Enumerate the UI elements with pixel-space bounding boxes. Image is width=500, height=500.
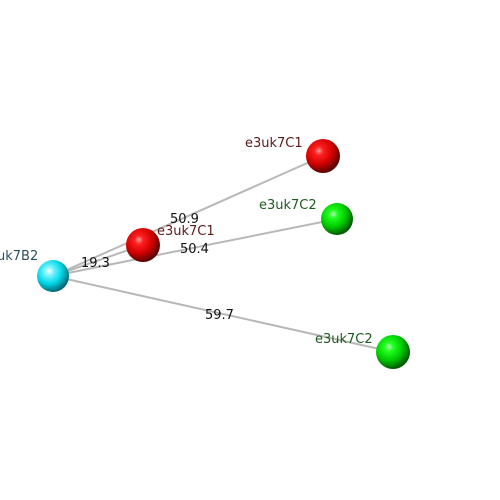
atom-label-e3uk7C2-lower: e3uk7C2: [315, 332, 373, 347]
distance-label-a0-a4: 59.7: [205, 308, 234, 323]
distance-label-a0-a3: 50.4: [180, 242, 209, 257]
atom-e3uk7C2-upper[interactable]: [321, 203, 353, 235]
atom-label-uk7B2: uk7B2: [0, 249, 38, 264]
distance-line-a0-a2: [52, 155, 324, 277]
distance-line-a0-a3: [52, 218, 338, 277]
distance-label-a0-a1: 19.3: [81, 256, 110, 271]
atom-label-e3uk7C1-far: e3uk7C1: [245, 136, 303, 151]
atom-label-e3uk7C1-near: e3uk7C1: [157, 224, 215, 239]
distance-labels: 19.3 50.9 50.4 59.7: [81, 212, 234, 323]
atom-e3uk7C1-near[interactable]: [126, 228, 160, 262]
atom-uk7B2[interactable]: [37, 260, 69, 292]
atom-spheres: [37, 139, 410, 369]
atom-label-e3uk7C2-upper: e3uk7C2: [259, 198, 317, 213]
atom-e3uk7C2-lower[interactable]: [376, 335, 410, 369]
distance-label-a0-a2: 50.9: [170, 212, 199, 227]
distance-line-a0-a4: [52, 275, 394, 353]
atom-labels: uk7B2 e3uk7C1 e3uk7C1 e3uk7C2 e3uk7C2: [0, 136, 373, 347]
atom-e3uk7C1-far[interactable]: [306, 139, 340, 173]
